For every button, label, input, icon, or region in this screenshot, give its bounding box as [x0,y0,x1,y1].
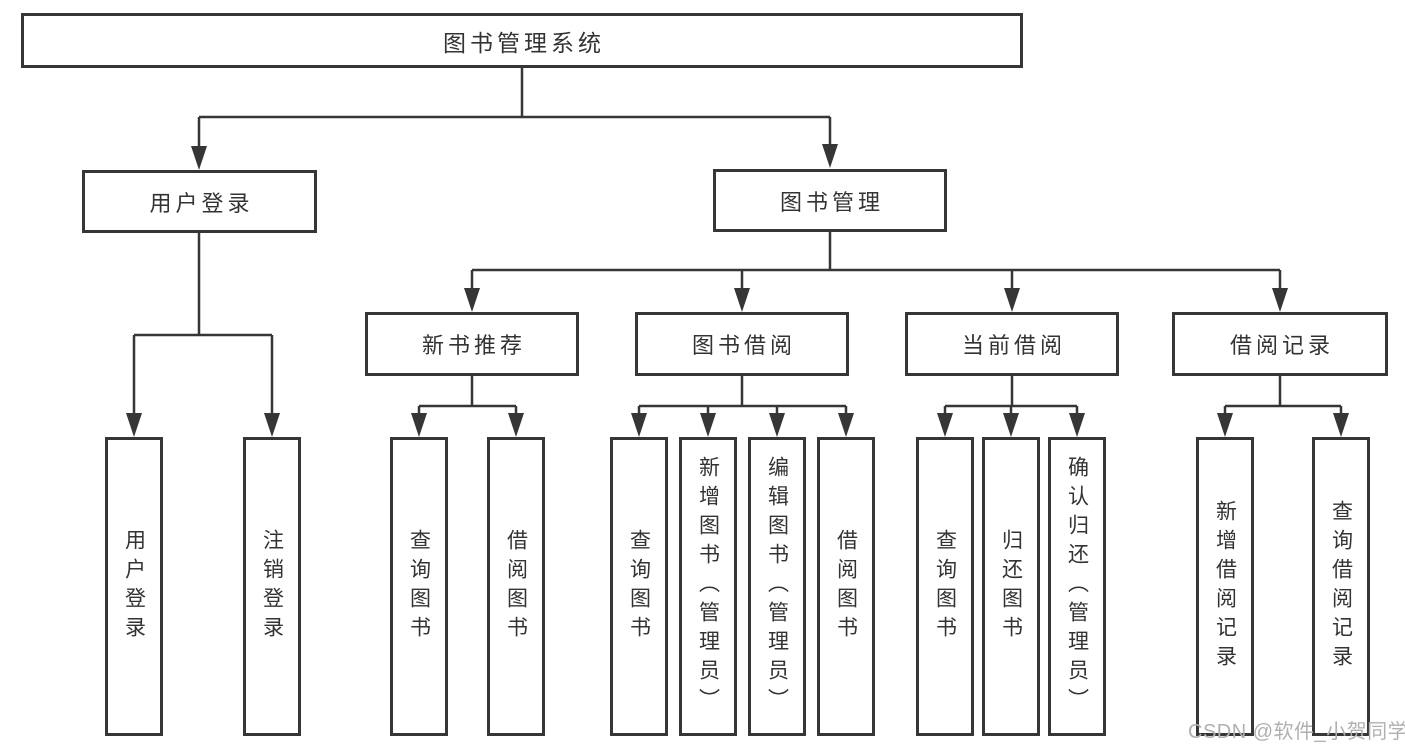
leaf-query-books-1: 查询图书 [390,437,448,736]
leaf-return-book: 归还图书 [982,437,1040,736]
leaf-add-borrow-record: 新增借阅记录 [1196,437,1254,736]
node-new-book-recommend: 新书推荐 [365,312,579,376]
leaf-query-books-3: 查询图书 [916,437,974,736]
leaf-borrow-books-2: 借阅图书 [817,437,875,736]
watermark: CSDN @软件_小贺同学 [1188,721,1405,743]
node-current-borrow: 当前借阅 [905,312,1119,376]
leaf-logout: 注销登录 [243,437,301,736]
node-user-login: 用户登录 [82,170,317,233]
node-book-management: 图书管理 [713,169,947,232]
node-root: 图书管理系统 [21,13,1023,68]
leaf-query-borrow-record: 查询借阅记录 [1312,437,1370,736]
leaf-query-books-2: 查询图书 [610,437,668,736]
leaf-user-login: 用户登录 [105,437,163,736]
leaf-confirm-return-admin: 确认归还（管理员） [1048,437,1106,736]
node-borrow-records: 借阅记录 [1172,312,1388,376]
leaf-edit-book-admin: 编辑图书（管理员） [748,437,806,736]
node-book-borrow: 图书借阅 [635,312,849,376]
leaf-borrow-books-1: 借阅图书 [487,437,545,736]
leaf-add-book-admin: 新增图书（管理员） [679,437,737,736]
